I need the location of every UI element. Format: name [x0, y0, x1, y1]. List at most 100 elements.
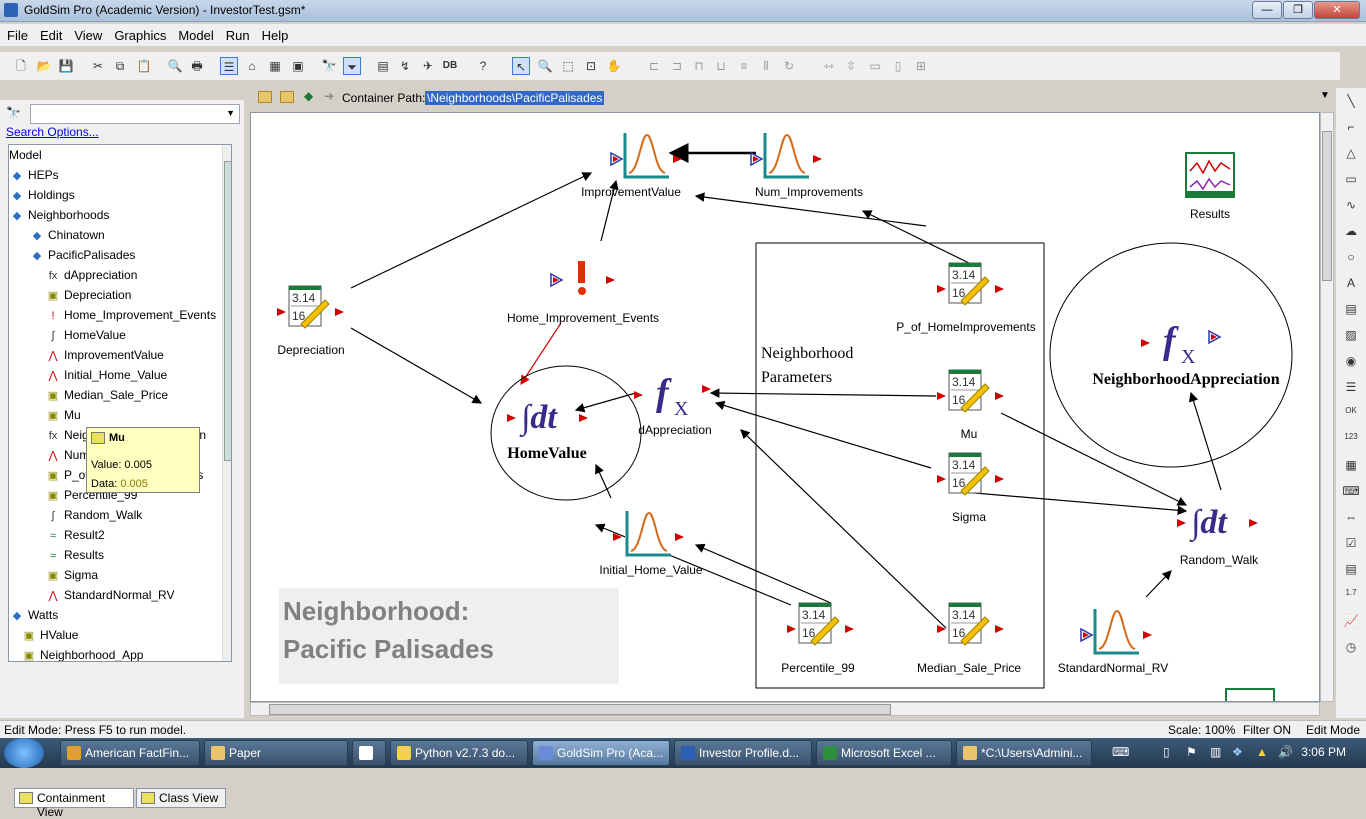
- volume-tray-icon[interactable]: 🔊: [1278, 745, 1293, 759]
- menu-edit[interactable]: Edit: [39, 28, 63, 43]
- check-tool-icon[interactable]: ☑: [1345, 536, 1357, 550]
- start-button[interactable]: [4, 738, 44, 768]
- chart-tool-icon[interactable]: 📈: [1343, 614, 1359, 628]
- node-label-mu[interactable]: Mu: [960, 427, 978, 441]
- node-label-dappreciation[interactable]: dAppreciation: [638, 423, 712, 437]
- tree-item[interactable]: ⋀Initial_Home_Value: [45, 365, 167, 385]
- tree-root[interactable]: Model: [9, 148, 42, 162]
- number-tool-icon[interactable]: 123: [1344, 432, 1358, 441]
- phone-tray-icon[interactable]: ▯: [1163, 745, 1170, 759]
- tree-item[interactable]: ∫Random_Walk: [45, 505, 142, 525]
- dashboard-icon[interactable]: ▦: [269, 59, 281, 73]
- node-label-depreciation[interactable]: Depreciation: [277, 343, 345, 357]
- menu-model[interactable]: Model: [178, 28, 214, 43]
- tree-scroll-thumb[interactable]: [224, 161, 231, 461]
- tree-item[interactable]: ◆Watts: [9, 605, 58, 625]
- browser-toggle-icon[interactable]: ☰: [220, 57, 238, 75]
- elbow-line-tool-icon[interactable]: ⌐: [1347, 120, 1355, 134]
- line-tool-icon[interactable]: ╲: [1347, 94, 1355, 108]
- ellipse-tool-icon[interactable]: ○: [1347, 250, 1355, 264]
- dial-tool-icon[interactable]: ◷: [1345, 640, 1357, 654]
- image-tool-icon[interactable]: ▨: [1345, 328, 1357, 342]
- space-horizontal-icon[interactable]: ⇿: [823, 59, 835, 73]
- print-icon[interactable]: 🖶: [191, 59, 203, 73]
- runner-icon[interactable]: ✈: [422, 59, 434, 73]
- taskbar-item[interactable]: Investor Profile.d...: [674, 740, 812, 766]
- tree-item[interactable]: ▣Neighborhood_App: [21, 645, 144, 661]
- node-label-median_sale_price[interactable]: Median_Sale_Price: [916, 661, 1022, 675]
- tree-item[interactable]: ▣Depreciation: [45, 285, 132, 305]
- tree-item[interactable]: ◆PacificPalisades: [29, 245, 136, 265]
- tab-containment-view[interactable]: Containment View: [14, 788, 134, 819]
- new-file-icon[interactable]: 🗋: [16, 59, 26, 73]
- grid-tool-icon[interactable]: ▤: [1345, 562, 1357, 576]
- canvas-vertical-scrollbar[interactable]: [1320, 112, 1334, 702]
- tree-item[interactable]: ▣HValue: [21, 625, 79, 645]
- pan-hand-icon[interactable]: ✋: [606, 59, 622, 73]
- taskbar-item[interactable]: Paper: [204, 740, 348, 766]
- tree-item[interactable]: ⋀ImprovementValue: [45, 345, 163, 365]
- rectangle-tool-icon[interactable]: ▭: [1345, 172, 1357, 186]
- help-icon[interactable]: ?: [479, 59, 487, 73]
- taskbar-item[interactable]: American FactFin...: [60, 740, 200, 766]
- polyline-tool-icon[interactable]: △: [1346, 146, 1356, 160]
- minimize-button[interactable]: —: [1252, 1, 1282, 19]
- taskbar-item[interactable]: Microsoft Excel ...: [816, 740, 952, 766]
- list-tool-icon[interactable]: ☰: [1345, 380, 1357, 394]
- zoom-area-icon[interactable]: ⬚: [562, 59, 574, 73]
- taskbar-item[interactable]: [352, 740, 386, 766]
- tree-item[interactable]: ⋀StandardNormal_RV: [45, 585, 174, 605]
- filter-icon[interactable]: ⏷: [343, 57, 361, 75]
- same-size-icon[interactable]: ⊞: [915, 59, 927, 73]
- node-label-percentile_99[interactable]: Percentile_99: [781, 661, 855, 675]
- menu-run[interactable]: Run: [225, 28, 250, 43]
- search-options-link[interactable]: Search Options...: [6, 125, 99, 139]
- pointer-icon[interactable]: ↖: [512, 57, 530, 75]
- tab-class-view[interactable]: Class View: [136, 788, 226, 808]
- node-label-homevalue[interactable]: HomeValue: [507, 445, 587, 462]
- menu-view[interactable]: View: [74, 28, 103, 43]
- tree-item[interactable]: ∫HomeValue: [45, 325, 125, 345]
- node-label-random_walk[interactable]: Random_Walk: [1179, 553, 1259, 567]
- space-vertical-icon[interactable]: ⇳: [845, 59, 857, 73]
- globe-tool-icon[interactable]: ◉: [1345, 354, 1357, 368]
- taskbar-item[interactable]: Python v2.7.3 do...: [390, 740, 528, 766]
- ok-tool-icon[interactable]: OK: [1345, 406, 1357, 415]
- folder-root-icon[interactable]: [280, 91, 294, 103]
- back-arrow-icon[interactable]: ◆: [304, 89, 314, 103]
- copy-icon[interactable]: ⧉: [115, 59, 125, 73]
- search-input[interactable]: ▼: [30, 104, 240, 124]
- tree-item[interactable]: ≈Result2: [45, 525, 105, 545]
- zoom-fit-icon[interactable]: ⊡: [585, 59, 597, 73]
- database-icon[interactable]: DB: [442, 60, 458, 71]
- table-tool-icon[interactable]: ▦: [1345, 458, 1357, 472]
- menu-graphics[interactable]: Graphics: [114, 28, 167, 43]
- node-label-standardnormal_rv[interactable]: StandardNormal_RV: [1057, 661, 1169, 675]
- chevron-down-icon[interactable]: ▼: [226, 108, 235, 118]
- container-path-value[interactable]: \Neighborhoods\PacificPalisades: [425, 91, 605, 105]
- maximize-button[interactable]: ❐: [1283, 1, 1313, 19]
- align-bottom-icon[interactable]: ⫴: [763, 59, 769, 73]
- keyboard-tray-icon[interactable]: ⌨: [1112, 745, 1130, 759]
- node-label-improvementvalue[interactable]: ImprovementValue: [581, 185, 681, 199]
- dropbox-tray-icon[interactable]: ❖: [1232, 745, 1243, 759]
- open-folder-icon[interactable]: 📂: [36, 59, 52, 73]
- rotate-icon[interactable]: ↻: [783, 59, 795, 73]
- drive-tray-icon[interactable]: ▲: [1256, 745, 1268, 759]
- align-right-icon[interactable]: ⊓: [694, 59, 704, 73]
- freeform-tool-icon[interactable]: ☁: [1345, 224, 1357, 238]
- same-height-icon[interactable]: ▯: [894, 59, 902, 73]
- zoom-icon[interactable]: 🔍: [537, 59, 553, 73]
- tree-item[interactable]: ▣Mu: [45, 405, 81, 425]
- flag-tray-icon[interactable]: ⚑: [1186, 745, 1197, 759]
- tree-item[interactable]: ◆Chinatown: [29, 225, 105, 245]
- note-tool-icon[interactable]: ▤: [1345, 302, 1357, 316]
- align-center-icon[interactable]: ⊐: [671, 59, 683, 73]
- align-middle-icon[interactable]: ≡: [740, 59, 748, 73]
- forward-arrow-icon[interactable]: ➔: [324, 89, 335, 103]
- info-icon[interactable]: ▤: [377, 59, 389, 73]
- curve-tool-icon[interactable]: ∿: [1345, 198, 1357, 212]
- save-icon[interactable]: 💾: [58, 59, 74, 73]
